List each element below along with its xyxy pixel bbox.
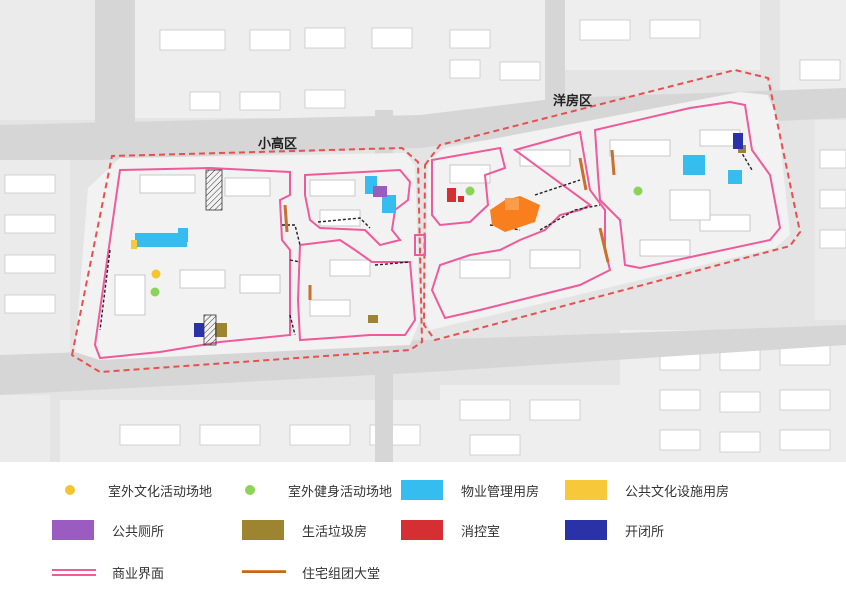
legend: 室外文化活动场地 室外健身活动场地 物业管理用房 公共文化设施用房 公共厕所 生… bbox=[0, 462, 846, 592]
zone-outline-right bbox=[422, 68, 802, 342]
commercial-boundaries bbox=[93, 100, 782, 360]
switching-station bbox=[194, 323, 204, 337]
zone-outlines bbox=[70, 68, 802, 374]
cultural-facility-room bbox=[131, 240, 137, 249]
site-buildings bbox=[114, 129, 751, 317]
navy-swatch-icon bbox=[565, 520, 607, 540]
legend-item-outdoor-cultural: 室外文化活动场地 bbox=[48, 478, 212, 502]
property-management-room bbox=[683, 155, 705, 175]
outdoor-fitness-dot bbox=[633, 186, 643, 196]
outdoor-fitness-dot bbox=[465, 186, 475, 196]
legend-item-cultural-facility: 公共文化设施用房 bbox=[565, 478, 729, 502]
surrounding-buildings bbox=[4, 19, 846, 456]
legend-item-switching-station: 开闭所 bbox=[565, 518, 664, 542]
zone-label-left: 小高区 bbox=[258, 137, 298, 152]
blue-swatch-icon bbox=[401, 480, 443, 500]
site-plan-svg bbox=[0, 0, 846, 462]
garbage-room bbox=[215, 323, 227, 337]
legend-item-residential-lobby: 住宅组团大堂 bbox=[242, 560, 380, 584]
outdoor-cultural-activity-dot bbox=[151, 269, 161, 279]
zone-outline-left bbox=[70, 146, 424, 374]
red-swatch-icon bbox=[401, 520, 443, 540]
outdoor-fitness-dot bbox=[150, 287, 160, 297]
facilities bbox=[131, 133, 746, 346]
purple-swatch-icon bbox=[52, 520, 94, 540]
activity-building bbox=[490, 196, 540, 232]
legend-item-garbage-room: 生活垃圾房 bbox=[242, 518, 367, 542]
pink-double-line-icon bbox=[52, 569, 96, 576]
legend-item-fire-control: 消控室 bbox=[401, 518, 500, 542]
legend-item-commercial-interface: 商业界面 bbox=[52, 560, 164, 584]
fire-control-room bbox=[447, 188, 456, 202]
property-management-room bbox=[135, 233, 187, 247]
orange-line-icon bbox=[242, 570, 286, 573]
legend-item-property-management: 物业管理用房 bbox=[401, 478, 539, 502]
legend-item-public-toilet: 公共厕所 bbox=[52, 518, 164, 542]
site-plan-map: 小高区 洋房区 bbox=[0, 0, 846, 462]
legend-item-outdoor-fitness: 室外健身活动场地 bbox=[228, 478, 392, 502]
zone-label-right: 洋房区 bbox=[553, 94, 593, 109]
olive-swatch-icon bbox=[242, 520, 284, 540]
green-dot-icon bbox=[245, 485, 255, 495]
residential-lobbies bbox=[283, 149, 616, 300]
yellow-dot-icon bbox=[65, 485, 75, 495]
public-toilet bbox=[373, 186, 387, 197]
yellow-swatch-icon bbox=[565, 480, 607, 500]
